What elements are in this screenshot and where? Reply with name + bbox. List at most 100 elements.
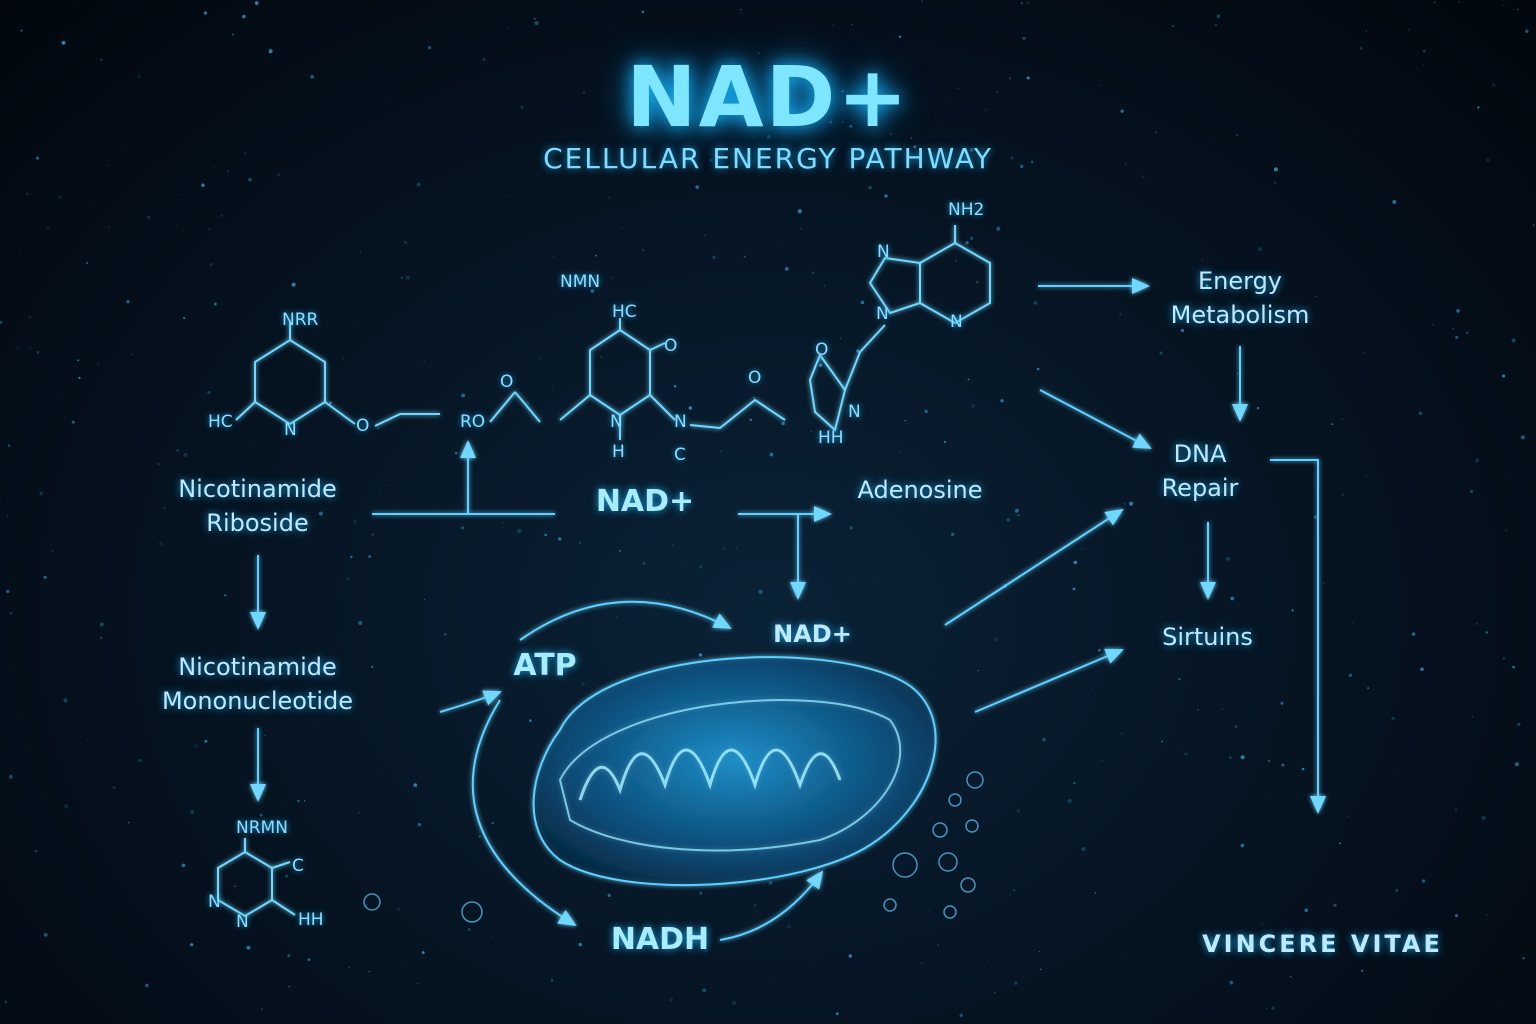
- particle: [1532, 224, 1535, 227]
- particle: [423, 360, 425, 363]
- particle: [1229, 980, 1234, 985]
- arrow-to-nad-mito: [519, 600, 732, 641]
- particle: [1120, 732, 1124, 735]
- particle: [46, 226, 51, 231]
- particle: [36, 351, 40, 354]
- particle: [1125, 163, 1127, 165]
- particle: [63, 698, 68, 703]
- particle: [303, 800, 306, 802]
- particle: [818, 363, 823, 367]
- particle: [965, 241, 969, 245]
- particle: [146, 215, 151, 220]
- particle: [490, 937, 492, 939]
- particle: [709, 159, 712, 162]
- node-sirtuins: Sirtuins: [1162, 623, 1253, 651]
- node-nicotinamide-riboside: Nicotinamide Riboside: [178, 475, 337, 537]
- particle: [773, 979, 775, 981]
- particle: [750, 300, 752, 302]
- subtitle: CELLULAR ENERGY PATHWAY: [543, 142, 993, 175]
- particle: [1423, 64, 1424, 65]
- particle: [1020, 1, 1023, 5]
- particle: [529, 645, 531, 647]
- node-atp: ATP: [513, 648, 577, 683]
- particle: [848, 954, 852, 958]
- particle: [994, 637, 999, 642]
- particle: [1477, 106, 1480, 109]
- particle: [1193, 267, 1195, 269]
- particle: [246, 945, 251, 950]
- particle: [416, 182, 421, 187]
- particle: [209, 262, 213, 267]
- particle: [1050, 385, 1053, 387]
- particle: [358, 322, 360, 324]
- atom-label: N: [848, 402, 861, 422]
- particle: [954, 259, 958, 262]
- particle: [1500, 1006, 1502, 1009]
- particle: [1264, 796, 1266, 797]
- particle: [126, 299, 130, 304]
- particle: [669, 997, 674, 1002]
- particle: [619, 549, 622, 552]
- particle: [1090, 689, 1092, 691]
- particle: [1367, 687, 1370, 690]
- particle: [130, 354, 133, 356]
- particle: [1365, 475, 1368, 478]
- particle: [176, 225, 178, 227]
- particle: [1081, 847, 1086, 852]
- particle: [1027, 2, 1029, 4]
- particle: [1331, 423, 1334, 426]
- particle: [227, 899, 230, 901]
- particle: [1372, 581, 1374, 583]
- particle: [397, 907, 401, 911]
- particle: [1304, 908, 1308, 912]
- particle: [1154, 131, 1157, 134]
- particle: [16, 346, 20, 350]
- particle: [176, 449, 179, 452]
- bubble: [960, 877, 976, 893]
- particle: [704, 234, 706, 237]
- node-nadh: NADH: [610, 922, 710, 957]
- particle: [498, 482, 500, 484]
- particle: [1240, 843, 1245, 848]
- particle: [778, 148, 783, 152]
- particle: [1232, 421, 1234, 423]
- particle: [1421, 879, 1426, 883]
- atom-label: HH: [818, 428, 844, 448]
- particle: [1341, 493, 1345, 496]
- particle: [478, 835, 481, 838]
- particle: [1520, 435, 1526, 440]
- particle: [929, 909, 931, 911]
- particle: [1511, 338, 1516, 343]
- particle: [0, 497, 2, 500]
- particle: [365, 904, 368, 907]
- particle: [1475, 458, 1480, 463]
- particle: [735, 547, 737, 549]
- particle: [854, 580, 856, 582]
- bubble: [892, 852, 918, 878]
- particle: [286, 668, 288, 670]
- particle: [461, 393, 466, 398]
- particle: [16, 806, 19, 809]
- particle: [898, 35, 902, 39]
- particle: [1315, 295, 1317, 297]
- arrow-dna-down: [1270, 459, 1326, 814]
- particle: [306, 539, 309, 542]
- particle: [190, 810, 195, 815]
- particle: [1213, 139, 1215, 141]
- atom-label: NMN: [560, 272, 601, 292]
- particle: [1000, 399, 1004, 403]
- particle: [367, 463, 369, 465]
- particle: [860, 300, 865, 305]
- particle: [849, 124, 853, 128]
- particle: [353, 519, 358, 524]
- particle: [600, 356, 603, 358]
- particle: [277, 172, 281, 177]
- particle: [158, 541, 163, 546]
- adenosine-ring: [808, 352, 847, 432]
- particle: [77, 359, 80, 362]
- node-energy-metabolism: Energy Metabolism: [1150, 264, 1330, 332]
- particle: [1167, 295, 1169, 296]
- particle: [1280, 701, 1284, 705]
- particle: [742, 105, 746, 108]
- particle: [1009, 894, 1011, 896]
